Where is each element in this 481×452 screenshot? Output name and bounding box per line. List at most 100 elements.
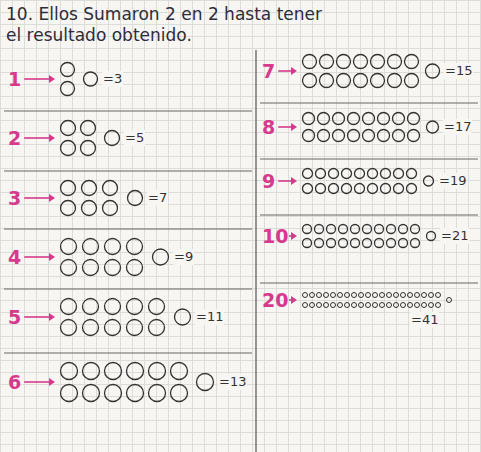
pink-arrow — [24, 316, 51, 318]
counting-circle — [127, 363, 144, 380]
counting-circle — [105, 320, 121, 336]
separator-line — [260, 215, 478, 216]
counting-circle — [408, 303, 413, 308]
separator-line — [4, 353, 252, 354]
counting-circle — [105, 363, 122, 380]
counting-circle — [366, 303, 371, 308]
counting-circle — [394, 169, 404, 179]
pink-arrow — [278, 180, 293, 182]
counting-circle — [436, 293, 441, 298]
counting-circle — [318, 113, 330, 125]
counting-circle — [83, 239, 99, 255]
column-divider — [255, 50, 256, 452]
counting-circle — [387, 225, 396, 234]
counting-circle — [394, 303, 399, 308]
counting-circle — [342, 169, 352, 179]
counting-circle — [61, 201, 76, 216]
counting-circle — [405, 74, 419, 88]
separator-line — [260, 103, 478, 104]
counting-circle — [105, 260, 121, 276]
counting-circle — [339, 225, 348, 234]
counting-circle — [399, 225, 408, 234]
counting-circle — [373, 293, 378, 298]
counting-circle — [399, 239, 408, 248]
result: =21 — [440, 228, 469, 244]
counting-circle — [387, 293, 392, 298]
counting-circle — [127, 299, 143, 315]
extra-circle — [175, 309, 191, 325]
counting-circle — [408, 113, 420, 125]
separator-line — [260, 283, 478, 284]
counting-circle — [303, 74, 317, 88]
result: =3 — [102, 71, 123, 87]
result: =41 — [410, 312, 439, 328]
counting-circle — [393, 113, 405, 125]
counting-circle — [310, 303, 315, 308]
counting-circle — [127, 239, 143, 255]
counting-circle — [337, 55, 351, 69]
counting-circle — [149, 385, 166, 402]
counting-circle — [401, 293, 406, 298]
extra-circle — [427, 121, 439, 133]
pink-arrowhead — [49, 194, 55, 202]
counting-circle — [375, 239, 384, 248]
pink-arrow — [278, 70, 293, 72]
counting-circle — [401, 303, 406, 308]
counting-circle — [333, 130, 345, 142]
counting-circle — [373, 303, 378, 308]
counting-circle — [303, 303, 308, 308]
separator-line — [4, 229, 252, 230]
item-number: 4 — [8, 246, 21, 268]
pink-arrow — [24, 197, 51, 199]
counting-circle — [61, 82, 75, 96]
counting-circle — [375, 225, 384, 234]
counting-circle — [127, 385, 144, 402]
pink-arrowhead — [291, 296, 297, 304]
counting-circle — [388, 55, 402, 69]
counting-circle — [339, 239, 348, 248]
pink-arrowhead — [49, 313, 55, 321]
result: =9 — [173, 249, 194, 265]
counting-circle — [387, 303, 392, 308]
counting-circle — [103, 201, 118, 216]
counting-circle — [355, 184, 365, 194]
counting-circle — [83, 320, 99, 336]
counting-circle — [359, 303, 364, 308]
extra-circle — [447, 298, 452, 303]
extra-circle — [424, 176, 434, 186]
counting-circle — [371, 55, 385, 69]
extra-circle — [128, 191, 143, 206]
counting-circle — [82, 201, 97, 216]
extra-circle — [197, 374, 214, 391]
counting-circle — [61, 385, 78, 402]
pink-arrow — [24, 381, 51, 383]
counting-circle — [82, 181, 97, 196]
counting-circle — [381, 169, 391, 179]
counting-circle — [355, 169, 365, 179]
counting-circle — [348, 130, 360, 142]
item-number: 8 — [262, 116, 275, 138]
extra-circle — [153, 249, 169, 265]
counting-circle — [171, 363, 188, 380]
counting-circle — [324, 303, 329, 308]
counting-circle — [318, 130, 330, 142]
pink-arrow — [24, 78, 51, 80]
counting-circle — [363, 113, 375, 125]
counting-circle — [388, 74, 402, 88]
counting-circle — [83, 363, 100, 380]
result: =5 — [124, 130, 145, 146]
counting-circle — [359, 293, 364, 298]
item-number: 6 — [8, 371, 21, 393]
counting-circle — [393, 130, 405, 142]
pink-arrowhead — [49, 378, 55, 386]
item-number: 20 — [262, 289, 288, 311]
counting-circle — [378, 130, 390, 142]
counting-circle — [303, 130, 315, 142]
counting-circle — [368, 169, 378, 179]
counting-circle — [61, 299, 77, 315]
counting-circle — [363, 225, 372, 234]
counting-circle — [83, 299, 99, 315]
counting-circle — [405, 55, 419, 69]
counting-circle — [371, 74, 385, 88]
item-number: 2 — [8, 127, 21, 149]
